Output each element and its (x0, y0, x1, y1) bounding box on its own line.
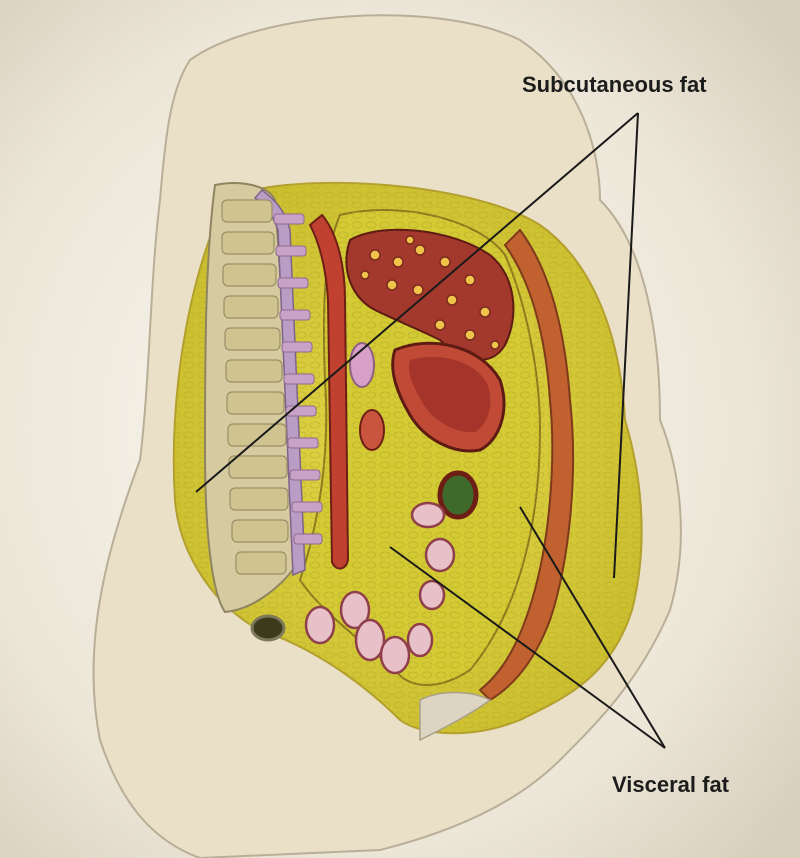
renal-vessel (360, 410, 384, 450)
subcutaneous-fat-label: Subcutaneous fat (522, 72, 707, 98)
colon-segment (440, 473, 476, 517)
visceral-fat-label: Visceral fat (612, 772, 729, 798)
lower-vessel (252, 616, 284, 640)
